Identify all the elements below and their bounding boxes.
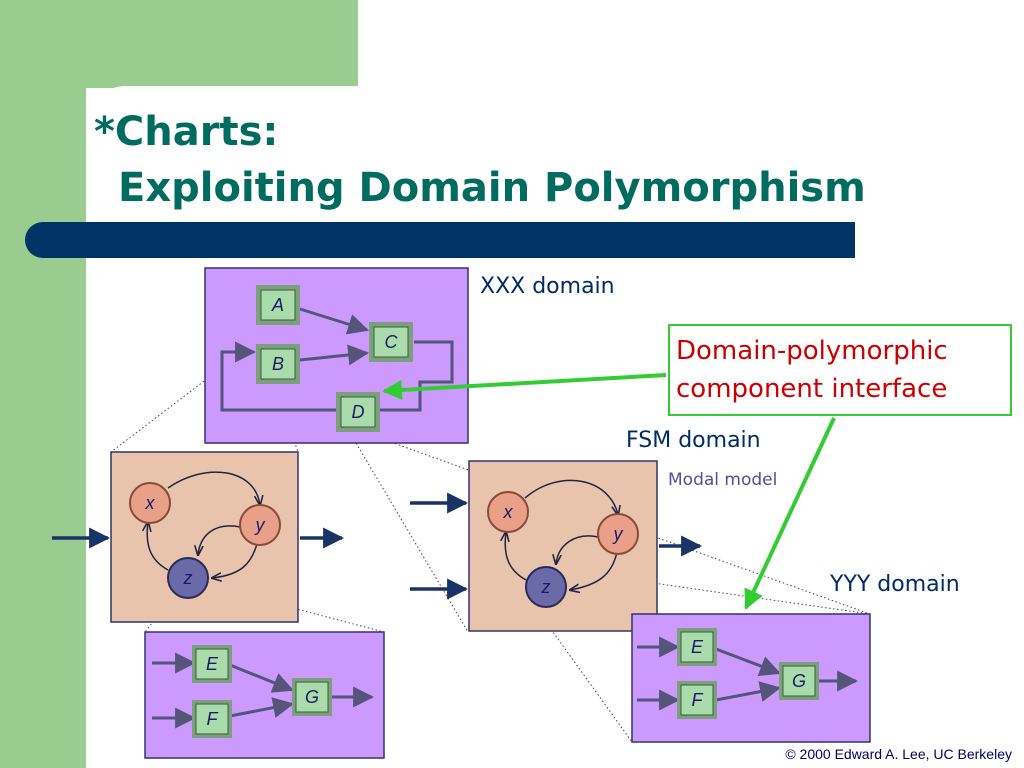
title-line-1: *Charts: xyxy=(94,109,279,155)
state-y-left-label: y xyxy=(254,515,266,535)
blocks-layer: A B C D E xyxy=(192,285,819,738)
block-a-label: A xyxy=(271,295,284,315)
state-y-left: y xyxy=(239,504,281,546)
title-underline-bar xyxy=(25,222,855,258)
block-b: B xyxy=(256,344,300,384)
yyy-right-box xyxy=(631,613,871,743)
green-top-band xyxy=(86,0,358,88)
block-b-label: B xyxy=(272,354,284,374)
state-z-left-label: z xyxy=(183,568,193,588)
state-z-left: z xyxy=(167,557,209,599)
block-e-left: E xyxy=(192,645,232,683)
block-f-left-label: F xyxy=(207,709,219,729)
states-layer: x y z x y z xyxy=(129,482,639,608)
title-panel xyxy=(86,86,386,226)
state-x-right: x xyxy=(487,491,529,533)
block-g-left: G xyxy=(292,678,332,716)
callout-line-2: component interface xyxy=(676,374,948,404)
block-g-right: G xyxy=(779,662,819,700)
block-d: D xyxy=(336,392,380,432)
callout-arrow-to-d xyxy=(382,373,667,400)
state-x-right-label: x xyxy=(503,502,514,522)
copyright-footer: © 2000 Edward A. Lee, UC Berkeley xyxy=(785,746,1012,762)
block-f-right-label: F xyxy=(692,690,704,710)
state-x-left-label: x xyxy=(145,493,156,513)
block-f-left: F xyxy=(192,700,232,738)
callout-arrow-to-yyy xyxy=(744,417,836,610)
block-e-right: E xyxy=(677,628,717,666)
state-y-right-label: y xyxy=(612,524,624,544)
block-a: A xyxy=(256,285,300,325)
yyy-domain-label: YYY domain xyxy=(830,572,960,597)
state-y-right: y xyxy=(597,513,639,555)
block-f-right: F xyxy=(677,681,717,719)
callout-text: Domain-polymorphic component interface xyxy=(676,332,948,408)
block-d-label: D xyxy=(352,402,365,422)
fsm-domain-label: FSM domain xyxy=(626,428,761,453)
title-line-2: Exploiting Domain Polymorphism xyxy=(118,165,866,211)
block-c-label: C xyxy=(385,332,399,352)
block-g-left-label: G xyxy=(305,687,319,707)
callout-line-1: Domain-polymorphic xyxy=(676,336,948,366)
callout-box xyxy=(668,324,1012,416)
green-side-band xyxy=(0,0,86,768)
state-x-left: x xyxy=(129,482,171,524)
yyy-left-box xyxy=(144,631,385,759)
xxx-domain-label: XXX domain xyxy=(480,274,615,299)
block-g-right-label: G xyxy=(792,671,806,691)
slide-title: *Charts: Exploiting Domain Polymorphism xyxy=(94,104,866,216)
state-z-right-label: z xyxy=(541,577,551,597)
block-e-left-label: E xyxy=(206,654,219,674)
state-z-right: z xyxy=(525,566,567,608)
modal-model-label: Modal model xyxy=(668,470,778,490)
block-c: C xyxy=(369,322,413,362)
block-e-right-label: E xyxy=(691,637,704,657)
